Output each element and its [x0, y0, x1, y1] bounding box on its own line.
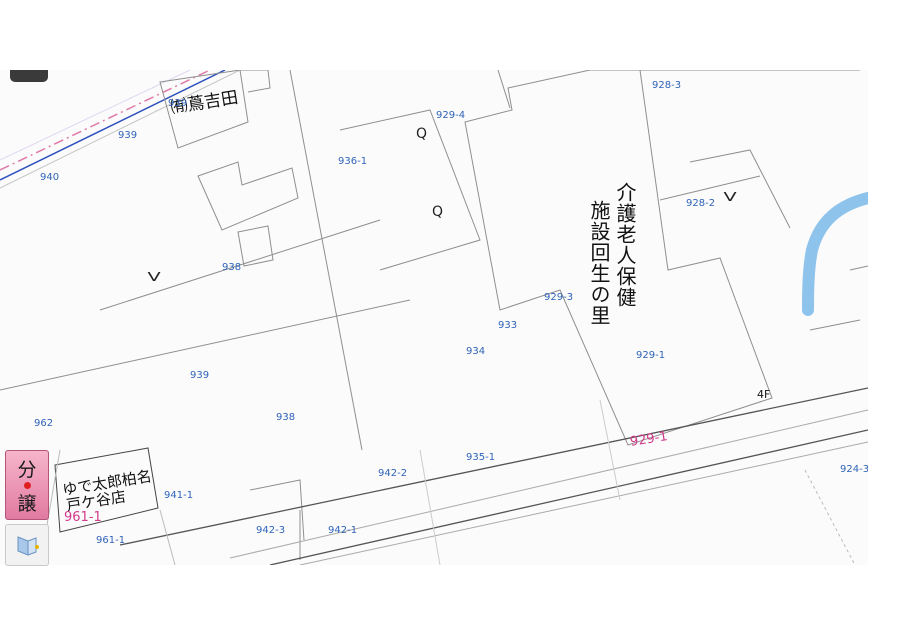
- parcel-label: 936-1: [338, 156, 368, 167]
- parcel-label: 939: [190, 370, 210, 381]
- label-nursing-home-col2: 施設回生の里: [587, 200, 611, 326]
- parcel-label: 940: [40, 172, 60, 183]
- field-symbol: V: [147, 270, 161, 284]
- bunjo-label-1: 分: [17, 459, 37, 481]
- parcel-label: 928-2: [686, 198, 716, 209]
- parcel-label: 938: [222, 262, 242, 273]
- parcel-label: 942-1: [328, 525, 358, 536]
- parcel-label: 928-3: [652, 80, 682, 91]
- tree-symbol: Q: [416, 126, 428, 142]
- label-nursing-home-col1: 介護老人保健: [613, 182, 637, 308]
- bunjo-label-2: 譲: [17, 493, 37, 515]
- layer-button[interactable]: [5, 524, 49, 566]
- parcel-label: 942-3: [256, 525, 286, 536]
- pin-icon: [24, 482, 31, 489]
- parcel-label: 939: [168, 98, 188, 109]
- parcel-label: 939: [118, 130, 138, 141]
- label-floors: 4F: [757, 388, 771, 401]
- parcel-label: 942-2: [378, 468, 408, 479]
- bunjo-button[interactable]: 分 譲: [5, 450, 49, 520]
- pink-label-961-1: 961-1: [64, 510, 102, 525]
- parcel-label: 929-4: [436, 110, 466, 121]
- parcel-label: 962: [34, 418, 54, 429]
- tree-symbol: Q: [432, 204, 444, 220]
- field-symbol: V: [723, 190, 737, 204]
- layer-icon: [17, 536, 39, 556]
- panel-handle[interactable]: [10, 70, 48, 82]
- map-lines: [0, 70, 868, 565]
- parcel-label: 941-1: [164, 490, 194, 501]
- parcel-label: 961-1: [96, 535, 126, 546]
- parcel-label: 934: [466, 346, 486, 357]
- parcel-label: 929-1: [636, 350, 666, 361]
- parcel-label: 933: [498, 320, 518, 331]
- tool-panel: 分 譲: [5, 450, 49, 566]
- parcel-label: 929-3: [544, 292, 574, 303]
- parcel-label: 938: [276, 412, 296, 423]
- parcel-label: 935-1: [466, 452, 496, 463]
- parcel-label: 924-3: [840, 464, 868, 475]
- map-canvas[interactable]: ㈲蔦吉田 介護老人保健 施設回生の里 ゆで太郎柏名 戸ケ谷店 4F 929-1 …: [0, 70, 868, 565]
